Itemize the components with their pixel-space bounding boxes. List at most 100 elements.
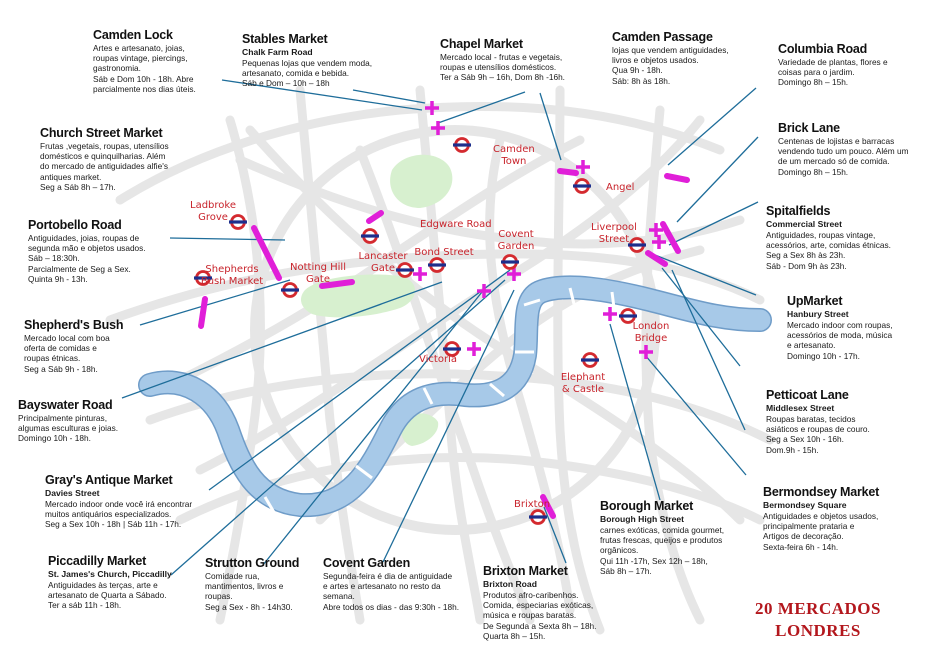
station-label-13: Elephant & Castle [560,372,606,395]
market-markers [198,101,690,519]
tube-roundel-icon-10 [194,270,212,286]
leader-line-9 [661,267,741,367]
station-label-11: London Bridge [632,321,670,344]
tube-roundel-icon-3 [229,214,247,230]
market-address: Brixton Road [483,579,537,589]
tube-roundel-icon-12 [443,341,461,357]
road-9 [215,115,265,625]
market-bar-marker-9 [540,494,556,519]
market-description: Frutas ,vegetais, roupas, utensílios dom… [40,141,169,192]
market-description: Mercado indoor com roupas, acessórios de… [787,320,893,361]
market-description: Segunda-feira é dia de antiguidade e art… [323,571,460,612]
road-1 [115,101,725,205]
market-description: Produtos afro-caribenhos. Comida, especi… [483,590,597,641]
ring-road [250,125,660,535]
battersea-park [401,413,439,446]
market-plus-marker-2 [431,121,445,135]
market-address: Chalk Farm Road [242,47,313,57]
market-plus-marker-6 [413,267,427,281]
bridge-7 [568,287,576,305]
leader-line-12 [609,323,661,501]
market-description: Roupas baratas, tecidos asiáticos e roup… [766,414,870,455]
map-title-line-1: 20 MERCADOS [755,599,881,618]
market-name: Chapel Market [440,37,523,51]
bridge-6 [523,298,541,307]
market-name: Stables Market [242,32,328,46]
market-name: Church Street Market [40,126,163,140]
market-name: Brick Lane [778,121,840,135]
leader-line-2 [352,89,426,104]
market-name: Borough Market [600,499,694,513]
market-address: St. James's Church, Piccadilly [48,569,172,579]
market-description: Mercado indoor onde você irá encontrar m… [45,499,193,530]
market-description: Antiguidades às terças, arte e artesanat… [48,580,167,611]
leader-line-1 [221,79,423,111]
road-15 [355,145,535,625]
map-title: 20 MERCADOS LONDRES [738,598,898,642]
market-bar-marker-4 [319,279,355,289]
station-label-4: Edgware Road [420,219,492,230]
roundel-bar [529,515,547,519]
leader-lines [121,79,759,576]
market-name: Portobello Road [28,218,122,232]
station-label-7: Bond Street [414,247,474,258]
market-description: Antiguidades e objetos usados, principal… [763,511,879,552]
road-2 [105,249,765,325]
market-name: Columbia Road [778,42,868,56]
leader-line-16 [208,269,511,491]
leader-line-19 [382,289,515,563]
market-address: Middlesex Street [766,403,835,413]
market-plus-marker-9 [649,223,663,237]
roundel-bar [581,358,599,362]
station-label-10: Shepherds Bush Market [200,264,264,287]
roundel-bar [281,288,299,292]
tube-roundel-icon-11 [619,308,637,324]
roundel-bar [428,263,446,267]
roundel-bar [361,234,379,238]
market-plus-marker-10 [652,235,666,249]
market-description: Mercado local com boa oferta de comidas … [24,333,110,374]
bridge-8 [610,291,616,309]
market-description: carnes exóticas, comida gourmet, frutas … [600,525,725,576]
roundel-bar [194,276,212,280]
market-plus-marker-8 [639,345,653,359]
roundel-bar [229,220,247,224]
roundel-bar [443,347,461,351]
road-7 [553,85,605,635]
river-thames [138,275,772,518]
leader-line-5 [667,87,757,166]
leader-line-10 [671,269,746,431]
market-plus-marker-1 [425,101,439,115]
leader-line-7 [668,201,759,246]
market-name: Brixton Market [483,564,568,578]
station-label-2: Angel [606,182,635,193]
market-bar-marker-8 [645,250,668,267]
market-bar-marker-1 [557,168,579,176]
market-name: UpMarket [787,294,843,308]
market-address: Borough High Street [600,514,685,524]
leader-line-14 [139,279,291,326]
market-name: Gray's Antique Market [45,473,173,487]
market-name: Strutton Ground [205,556,300,570]
market-bar-marker-6 [664,173,690,183]
road-8 [641,105,705,625]
market-plus-marker-11 [467,342,481,356]
tube-roundel-icon-2 [573,178,591,194]
leader-line-17 [170,279,506,576]
bridge-2 [355,464,373,480]
river-water [139,276,771,516]
leader-line-6 [676,136,759,223]
station-label-5: Liverpool Street [591,222,637,245]
roundel-bar [501,260,519,264]
market-description: Antiguidades, joias, roupas de segunda m… [28,233,146,284]
